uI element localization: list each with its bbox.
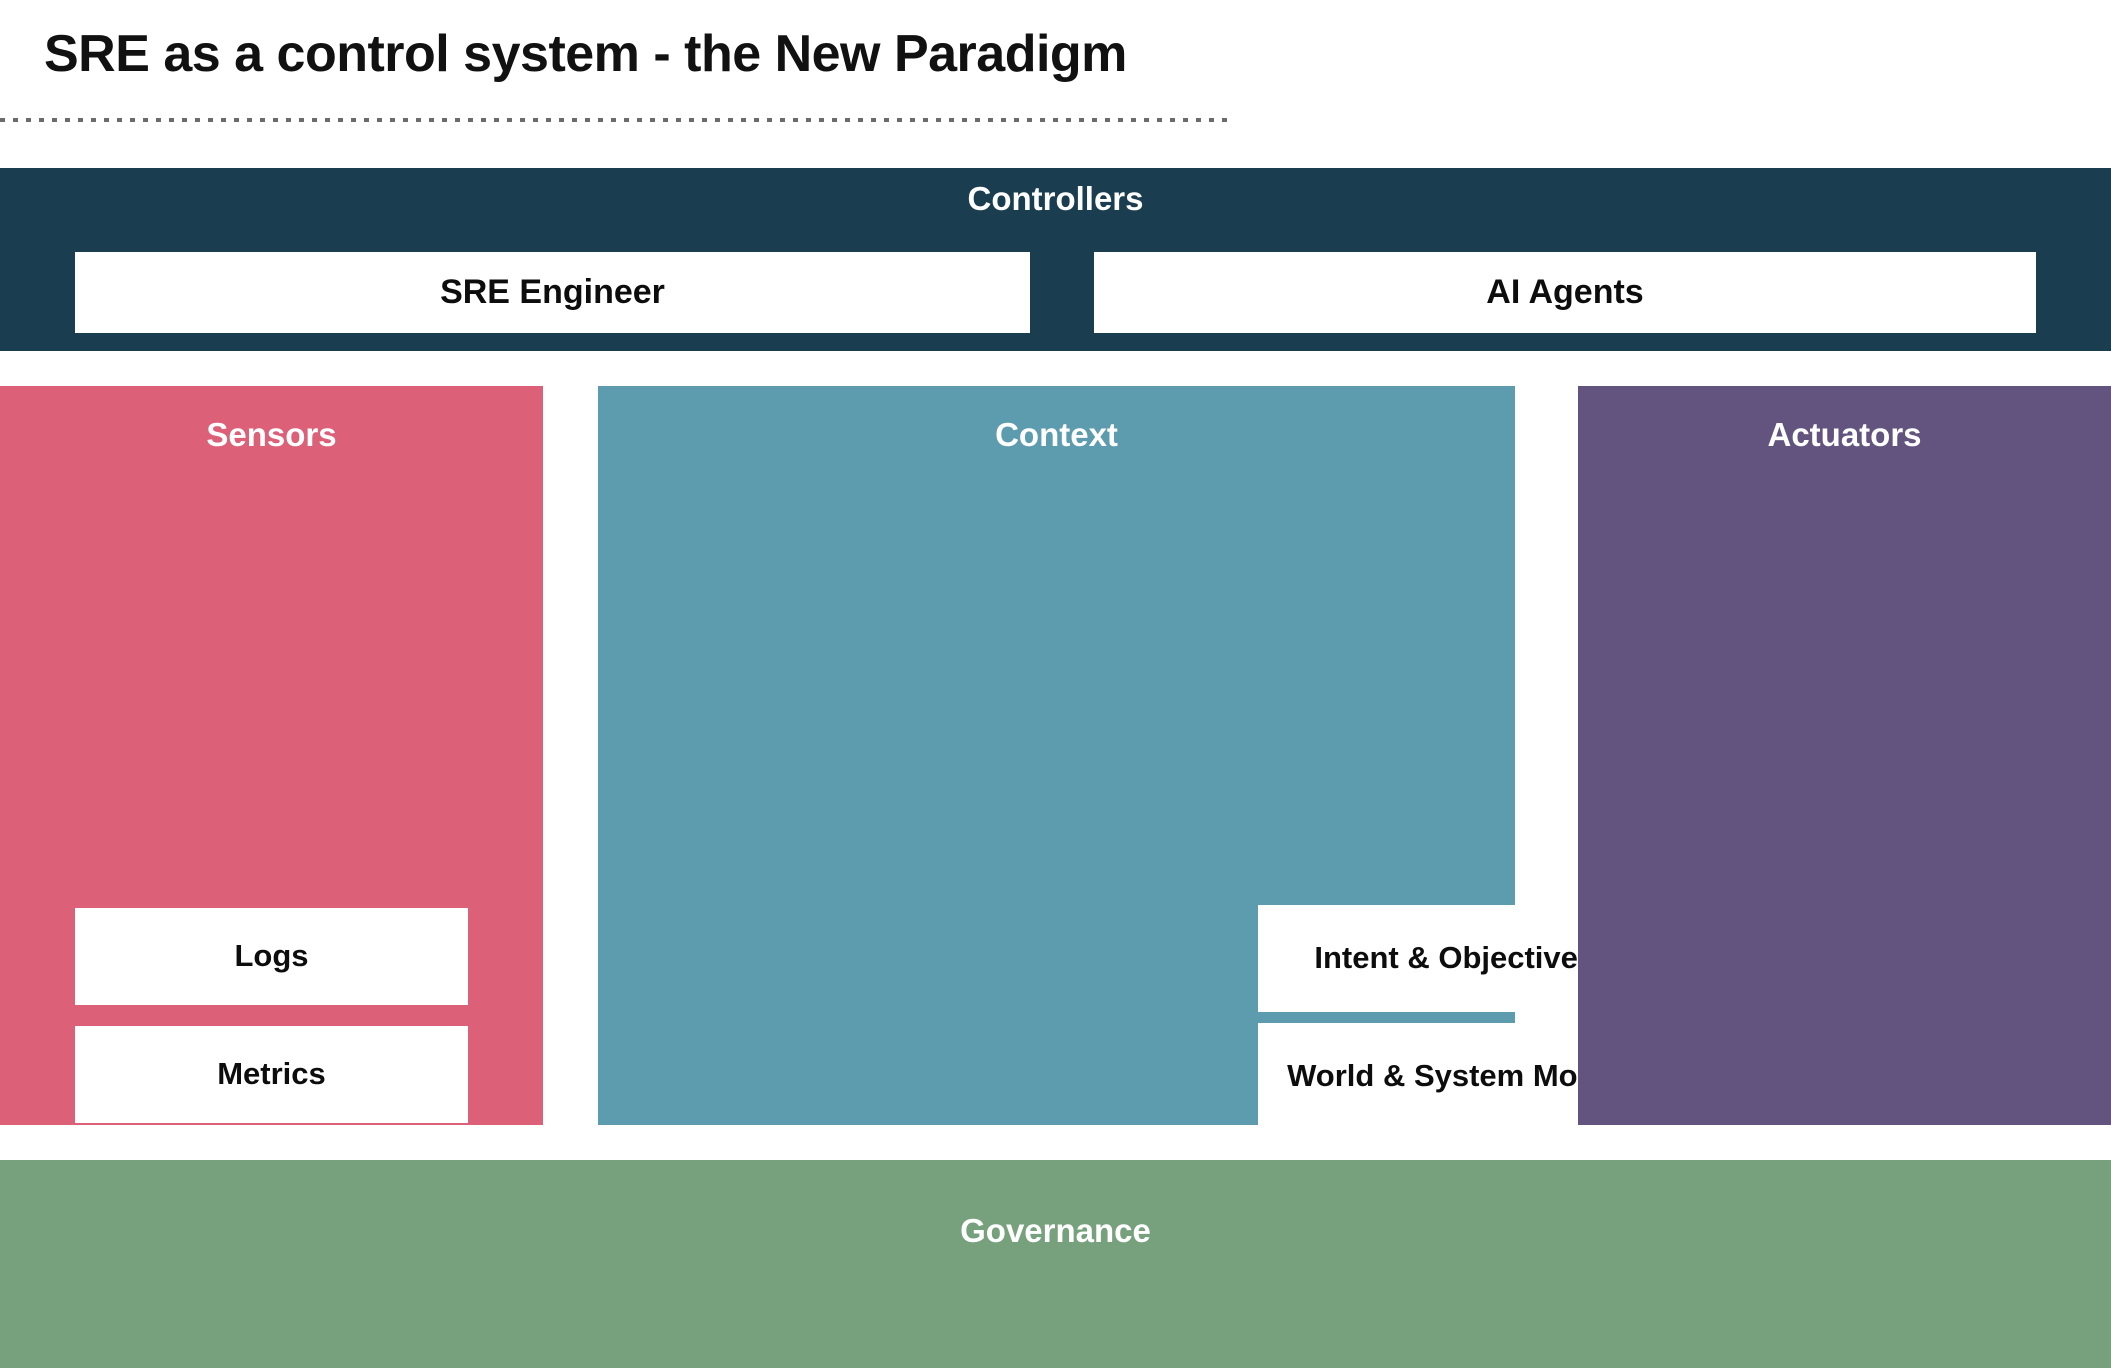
page-title: SRE as a control system - the New Paradi… <box>44 25 1127 83</box>
sensors-item-logs[interactable]: Logs <box>75 908 468 1005</box>
title-divider <box>0 118 1232 122</box>
actuators-panel: Actuators Deployment Rollback Config PR … <box>1578 386 2111 1125</box>
controllers-band: Controllers SRE Engineer AI Agents <box>0 168 2111 351</box>
controllers-items: SRE Engineer AI Agents <box>75 252 2036 333</box>
sensors-item-metrics[interactable]: Metrics <box>75 1026 468 1123</box>
controllers-item-sre-engineer[interactable]: SRE Engineer <box>75 252 1030 333</box>
actuators-title: Actuators <box>1767 416 1922 453</box>
controllers-title: Controllers <box>967 180 1144 217</box>
sensors-panel: Sensors Logs Metrics Traces AI Agents <box>0 386 543 1321</box>
governance-title: Governance <box>960 1212 1151 1249</box>
context-panel: Context Intent & Objectives Policy & Con… <box>598 386 2078 1248</box>
context-title: Context <box>995 416 1118 453</box>
governance-band: Governance SLOs Error Budgets AI Trust C… <box>0 1160 2111 1368</box>
sensors-title: Sensors <box>206 416 337 453</box>
controllers-item-ai-agents[interactable]: AI Agents <box>1094 252 2036 333</box>
